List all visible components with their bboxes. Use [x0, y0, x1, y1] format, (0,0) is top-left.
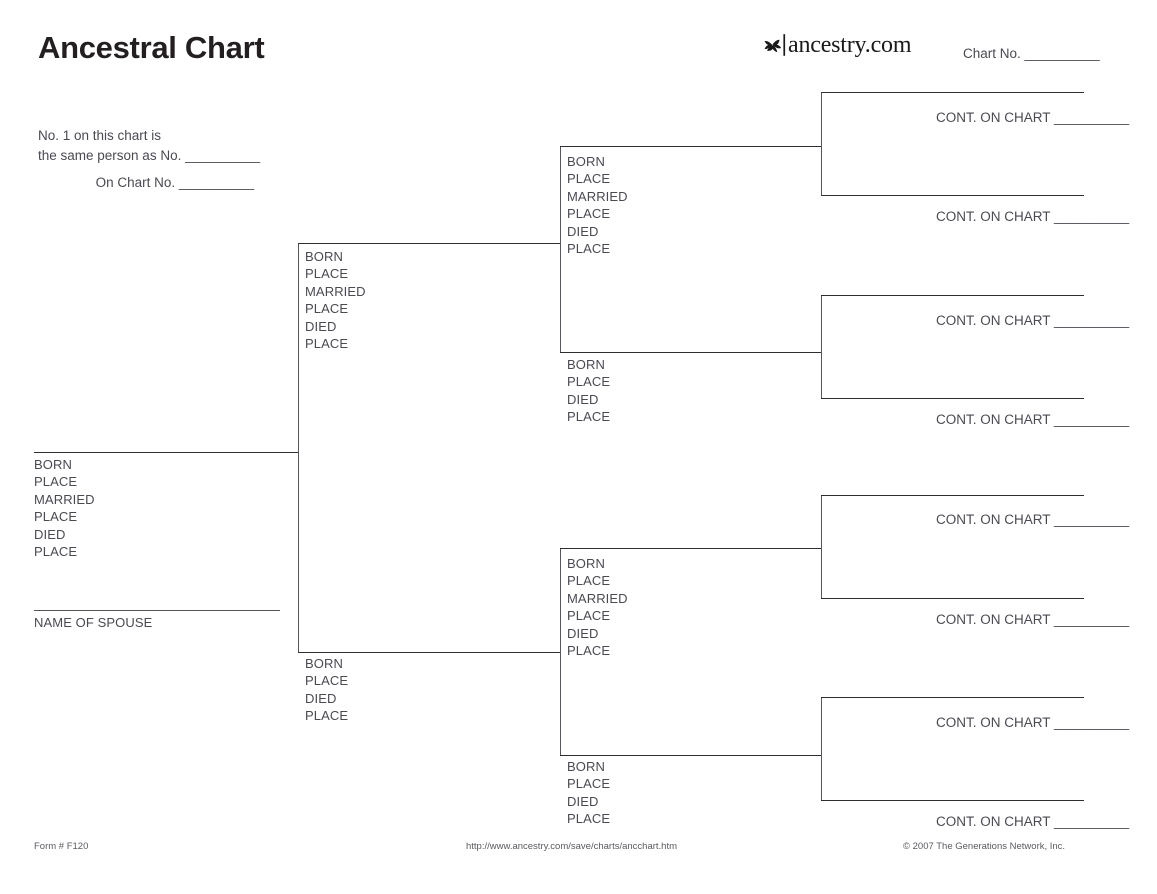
gen4-bracket-d: [821, 697, 822, 800]
gen4-bracket-c: [821, 495, 822, 598]
gen3-3-name-rule: [560, 548, 821, 549]
same-person-line-1: No. 1 on this chart is: [38, 128, 162, 143]
gen4-4-cont-on-chart[interactable]: CONT. ON CHART __________: [936, 412, 1130, 427]
chart-no-field[interactable]: Chart No. __________: [963, 46, 1100, 61]
page-title: Ancestral Chart: [38, 30, 265, 65]
ancestry-brand-text: ancestry.com: [788, 32, 912, 58]
gen4-1-name-rule: [821, 92, 1084, 93]
same-person-line-2[interactable]: the same person as No. __________: [38, 148, 261, 163]
gen4-3-name-rule: [821, 295, 1084, 296]
gen4-1-cont-on-chart[interactable]: CONT. ON CHART __________: [936, 110, 1130, 125]
ancestry-leaf-icon: [764, 34, 786, 56]
gen3-upper-bracket: [560, 146, 561, 353]
gen3-3-fields: BORN PLACE MARRIED PLACE DIED PLACE: [567, 556, 628, 659]
same-person-note: No. 1 on this chart is the same person a…: [38, 126, 260, 166]
gen4-2-name-rule: [821, 195, 1084, 196]
gen3-2-fields: BORN PLACE DIED PLACE: [567, 357, 611, 425]
gen2-lower-fields: BORN PLACE DIED PLACE: [305, 656, 349, 724]
gen4-bracket-a: [821, 92, 822, 195]
gen4-bracket-b: [821, 295, 822, 398]
gen4-7-cont-on-chart[interactable]: CONT. ON CHART __________: [936, 715, 1130, 730]
gen1-spouse-rule: [34, 610, 280, 611]
footer-url[interactable]: http://www.ancestry.com/save/charts/ancc…: [466, 841, 678, 852]
gen2-lower-name-rule: [298, 652, 560, 653]
gen4-8-name-rule: [821, 800, 1084, 801]
gen2-upper-fields: BORN PLACE MARRIED PLACE DIED PLACE: [305, 249, 366, 352]
gen3-1-fields: BORN PLACE MARRIED PLACE DIED PLACE: [567, 154, 628, 257]
gen3-lower-bracket: [560, 548, 561, 755]
ancestry-brand-logo: ancestry.com: [757, 31, 912, 59]
footer-form-number: Form # F120: [34, 841, 89, 852]
gen2-bracket: [298, 243, 299, 653]
gen4-7-name-rule: [821, 697, 1084, 698]
gen4-2-cont-on-chart[interactable]: CONT. ON CHART __________: [936, 209, 1130, 224]
gen1-name-rule: [34, 452, 298, 453]
footer-copyright: © 2007 The Generations Network, Inc.: [903, 841, 1066, 852]
gen1-fields: BORN PLACE MARRIED PLACE DIED PLACE: [34, 457, 95, 560]
gen4-3-cont-on-chart[interactable]: CONT. ON CHART __________: [936, 313, 1130, 328]
gen3-4-name-rule: [560, 755, 821, 756]
gen4-4-name-rule: [821, 398, 1084, 399]
gen2-upper-name-rule: [298, 243, 560, 244]
gen4-8-cont-on-chart[interactable]: CONT. ON CHART __________: [936, 814, 1130, 829]
gen1-spouse-label: NAME OF SPOUSE: [34, 615, 153, 630]
gen4-6-name-rule: [821, 598, 1084, 599]
gen3-4-fields: BORN PLACE DIED PLACE: [567, 759, 611, 827]
gen4-6-cont-on-chart[interactable]: CONT. ON CHART __________: [936, 612, 1130, 627]
gen3-1-name-rule: [560, 146, 821, 147]
gen4-5-name-rule: [821, 495, 1084, 496]
on-chart-no-field[interactable]: On Chart No. __________: [95, 175, 254, 190]
gen4-5-cont-on-chart[interactable]: CONT. ON CHART __________: [936, 512, 1130, 527]
gen3-2-name-rule: [560, 352, 821, 353]
